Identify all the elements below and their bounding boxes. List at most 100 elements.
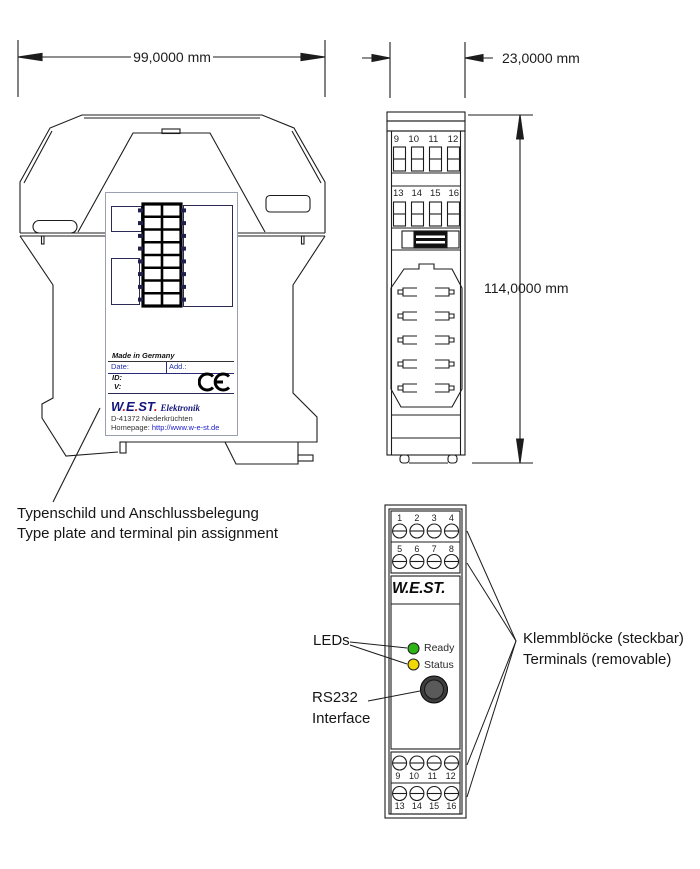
side-view-housing (19, 114, 326, 465)
oval-slot (32, 219, 78, 234)
terminals-line-en: Terminals (removable) (523, 651, 672, 668)
front-terminal-numbers-5-8: 5 6 7 8 (391, 544, 460, 554)
date-add-row: Date: Add.: (108, 361, 234, 374)
leds-annotation: LEDs (313, 632, 350, 649)
terminal-number: 5 (397, 544, 403, 554)
din-clip-latch (297, 454, 314, 462)
terminal-number: 12 (447, 134, 459, 145)
rear-view-housing (386, 111, 466, 464)
pin-left (40, 235, 45, 245)
terminal-number: 13 (394, 801, 405, 811)
brand-letter: ST (138, 399, 154, 414)
made-in-germany-label: Made in Germany (112, 351, 175, 360)
terminal-number: 11 (428, 134, 439, 145)
top-tab (161, 128, 181, 135)
arrow-down-icon (515, 438, 525, 464)
rear-terminal-slots-row1 (392, 146, 461, 172)
ready-led-label: Ready (424, 642, 455, 654)
rear-terminal-slots-row2 (392, 201, 461, 227)
plate-brand: W.E.ST.Elektronik (111, 398, 200, 416)
terminal-number: 13 (392, 188, 404, 199)
ce-mark-icon (198, 372, 231, 392)
grid-pins (138, 208, 186, 302)
pin-right (300, 235, 305, 245)
arrow-right-icon (300, 52, 326, 62)
rs232-annotation: RS232 Interface (312, 687, 370, 729)
front-terminal-numbers-13-16: 13 14 15 16 (391, 801, 460, 811)
terminals-annotation: Klemmblöcke (steckbar) Terminals (remova… (523, 628, 684, 670)
terminal-number: 15 (429, 188, 441, 199)
plate-address: D-41372 Niederkrüchten (111, 414, 193, 423)
arrow-left-icon (17, 52, 43, 62)
rs232-line2: Interface (312, 710, 371, 727)
annotation-leader-lines (349, 530, 517, 798)
homepage-url: http://www.w-e-st.de (151, 423, 220, 432)
brand-dot: . (134, 399, 139, 414)
add-label: Add.: (166, 362, 234, 373)
terminal-number: 7 (431, 544, 437, 554)
dimension-114mm (468, 114, 533, 464)
terminal-number: 2 (414, 513, 420, 523)
front-terminal-numbers-1-4: 1 2 3 4 (391, 513, 460, 523)
terminal-number: 6 (414, 544, 420, 554)
foot-left (399, 454, 410, 464)
terminal-pin-grid (138, 202, 186, 308)
rail-latch-block (401, 230, 460, 249)
type-plate-caption: Typenschild und Anschlussbelegung Type p… (17, 504, 278, 544)
arrow-up-icon (515, 114, 525, 140)
front-panel-housing (384, 504, 467, 819)
plate-box-large (183, 205, 233, 307)
terminal-number: 9 (395, 771, 401, 781)
v-label: V: (114, 382, 122, 391)
id-label: ID: (112, 373, 122, 382)
id-v-row: ID: V: (108, 372, 234, 394)
rs232-line1: RS232 (312, 689, 358, 706)
date-label: Date: (111, 362, 129, 371)
arrow-right-icon (371, 53, 391, 63)
dimension-114mm-label: 114,0000 mm (484, 280, 569, 296)
vent-slot (265, 194, 311, 213)
terminal-number: 9 (393, 134, 399, 145)
terminal-number: 8 (448, 544, 454, 554)
arrow-left-icon (464, 53, 484, 63)
front-terminal-numbers-9-12: 9 10 11 12 (391, 771, 460, 781)
type-plate: Made in Germany Date: Add.: ID: V: W.E.S… (105, 192, 238, 436)
terminal-number: 4 (448, 513, 454, 523)
plate-box-small-bottom (111, 258, 140, 305)
rs232-connector-icon (419, 675, 449, 704)
bus-connector (390, 263, 463, 408)
terminal-number: 15 (429, 801, 440, 811)
terminal-number: 12 (445, 771, 456, 781)
brand-dot: . (153, 399, 158, 414)
terminal-number: 10 (408, 771, 419, 781)
terminal-number: 14 (411, 801, 422, 811)
rear-terminal-numbers-row2: 13 14 15 16 (389, 188, 463, 199)
terminal-number: 1 (397, 513, 403, 523)
plate-homepage: Homepage: http://www.w-e-st.de (111, 423, 219, 432)
brand-suffix: Elektronik (160, 403, 201, 413)
rear-terminal-numbers-row1: 9 10 11 12 (389, 134, 463, 145)
terminal-number: 16 (448, 188, 460, 199)
status-led-label: Status (424, 658, 454, 671)
terminal-number: 10 (408, 134, 419, 145)
type-plate-leader-line (52, 407, 101, 503)
caption-line-en: Type plate and terminal pin assignment (17, 525, 278, 542)
terminal-number: 11 (427, 771, 437, 781)
front-panel-brand: W.E.ST. (392, 580, 446, 597)
status-led-icon (407, 658, 420, 671)
brand-letter: W (111, 399, 123, 414)
terminal-number: 16 (446, 801, 457, 811)
terminal-number: 14 (411, 188, 423, 199)
terminals-line-de: Klemmblöcke (steckbar) (523, 630, 684, 647)
dimension-23mm-label: 23,0000 mm (502, 50, 580, 66)
brand-dot: . (122, 399, 126, 414)
dimension-99mm-label: 99,0000 mm (133, 49, 211, 65)
foot-notch (119, 441, 127, 454)
terminal-number: 3 (431, 513, 437, 523)
foot-right (447, 454, 458, 464)
screw-terminals-bottom (392, 755, 460, 802)
caption-line-de: Typenschild und Anschlussbelegung (17, 505, 259, 522)
brand-letter: E (125, 399, 135, 414)
